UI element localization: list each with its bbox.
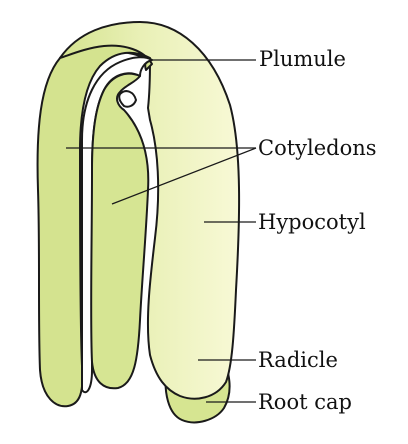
radicle-label: Radicle (258, 348, 338, 372)
inner-cotyledon-notch (118, 90, 138, 108)
cotyledons-label: Cotyledons (258, 136, 377, 160)
root-cap-label: Root cap (258, 390, 352, 414)
plumule-label: Plumule (259, 47, 346, 71)
embryo-axis-shape (59, 21, 241, 400)
outer-cotyledon-shape (36, 44, 153, 408)
cotyledon-leader-line-2 (111, 147, 257, 205)
hypocotyl-label: Hypocotyl (258, 210, 366, 234)
inner-cotyledon-shape (90, 72, 150, 390)
